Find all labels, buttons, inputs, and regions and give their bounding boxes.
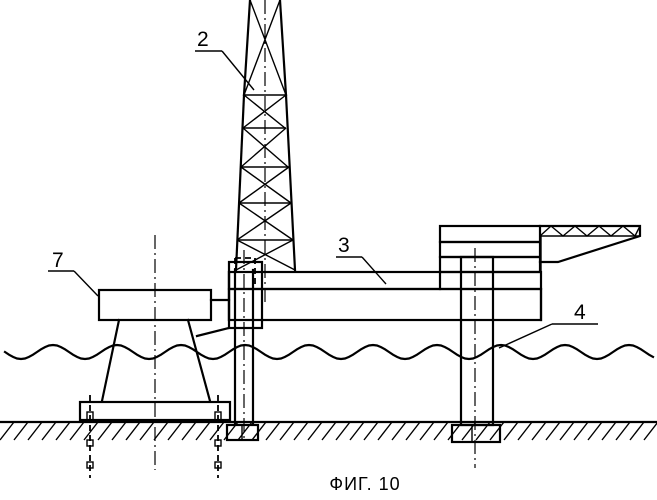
figure-caption: ФИГ. 10	[329, 474, 400, 494]
sea-surface	[5, 345, 653, 359]
label-7: 7	[52, 249, 64, 272]
label-4: 4	[574, 301, 586, 324]
derrick-tower	[195, 0, 295, 302]
label-3: 3	[338, 234, 350, 257]
seabed	[0, 422, 657, 440]
label-2: 2	[197, 28, 209, 51]
